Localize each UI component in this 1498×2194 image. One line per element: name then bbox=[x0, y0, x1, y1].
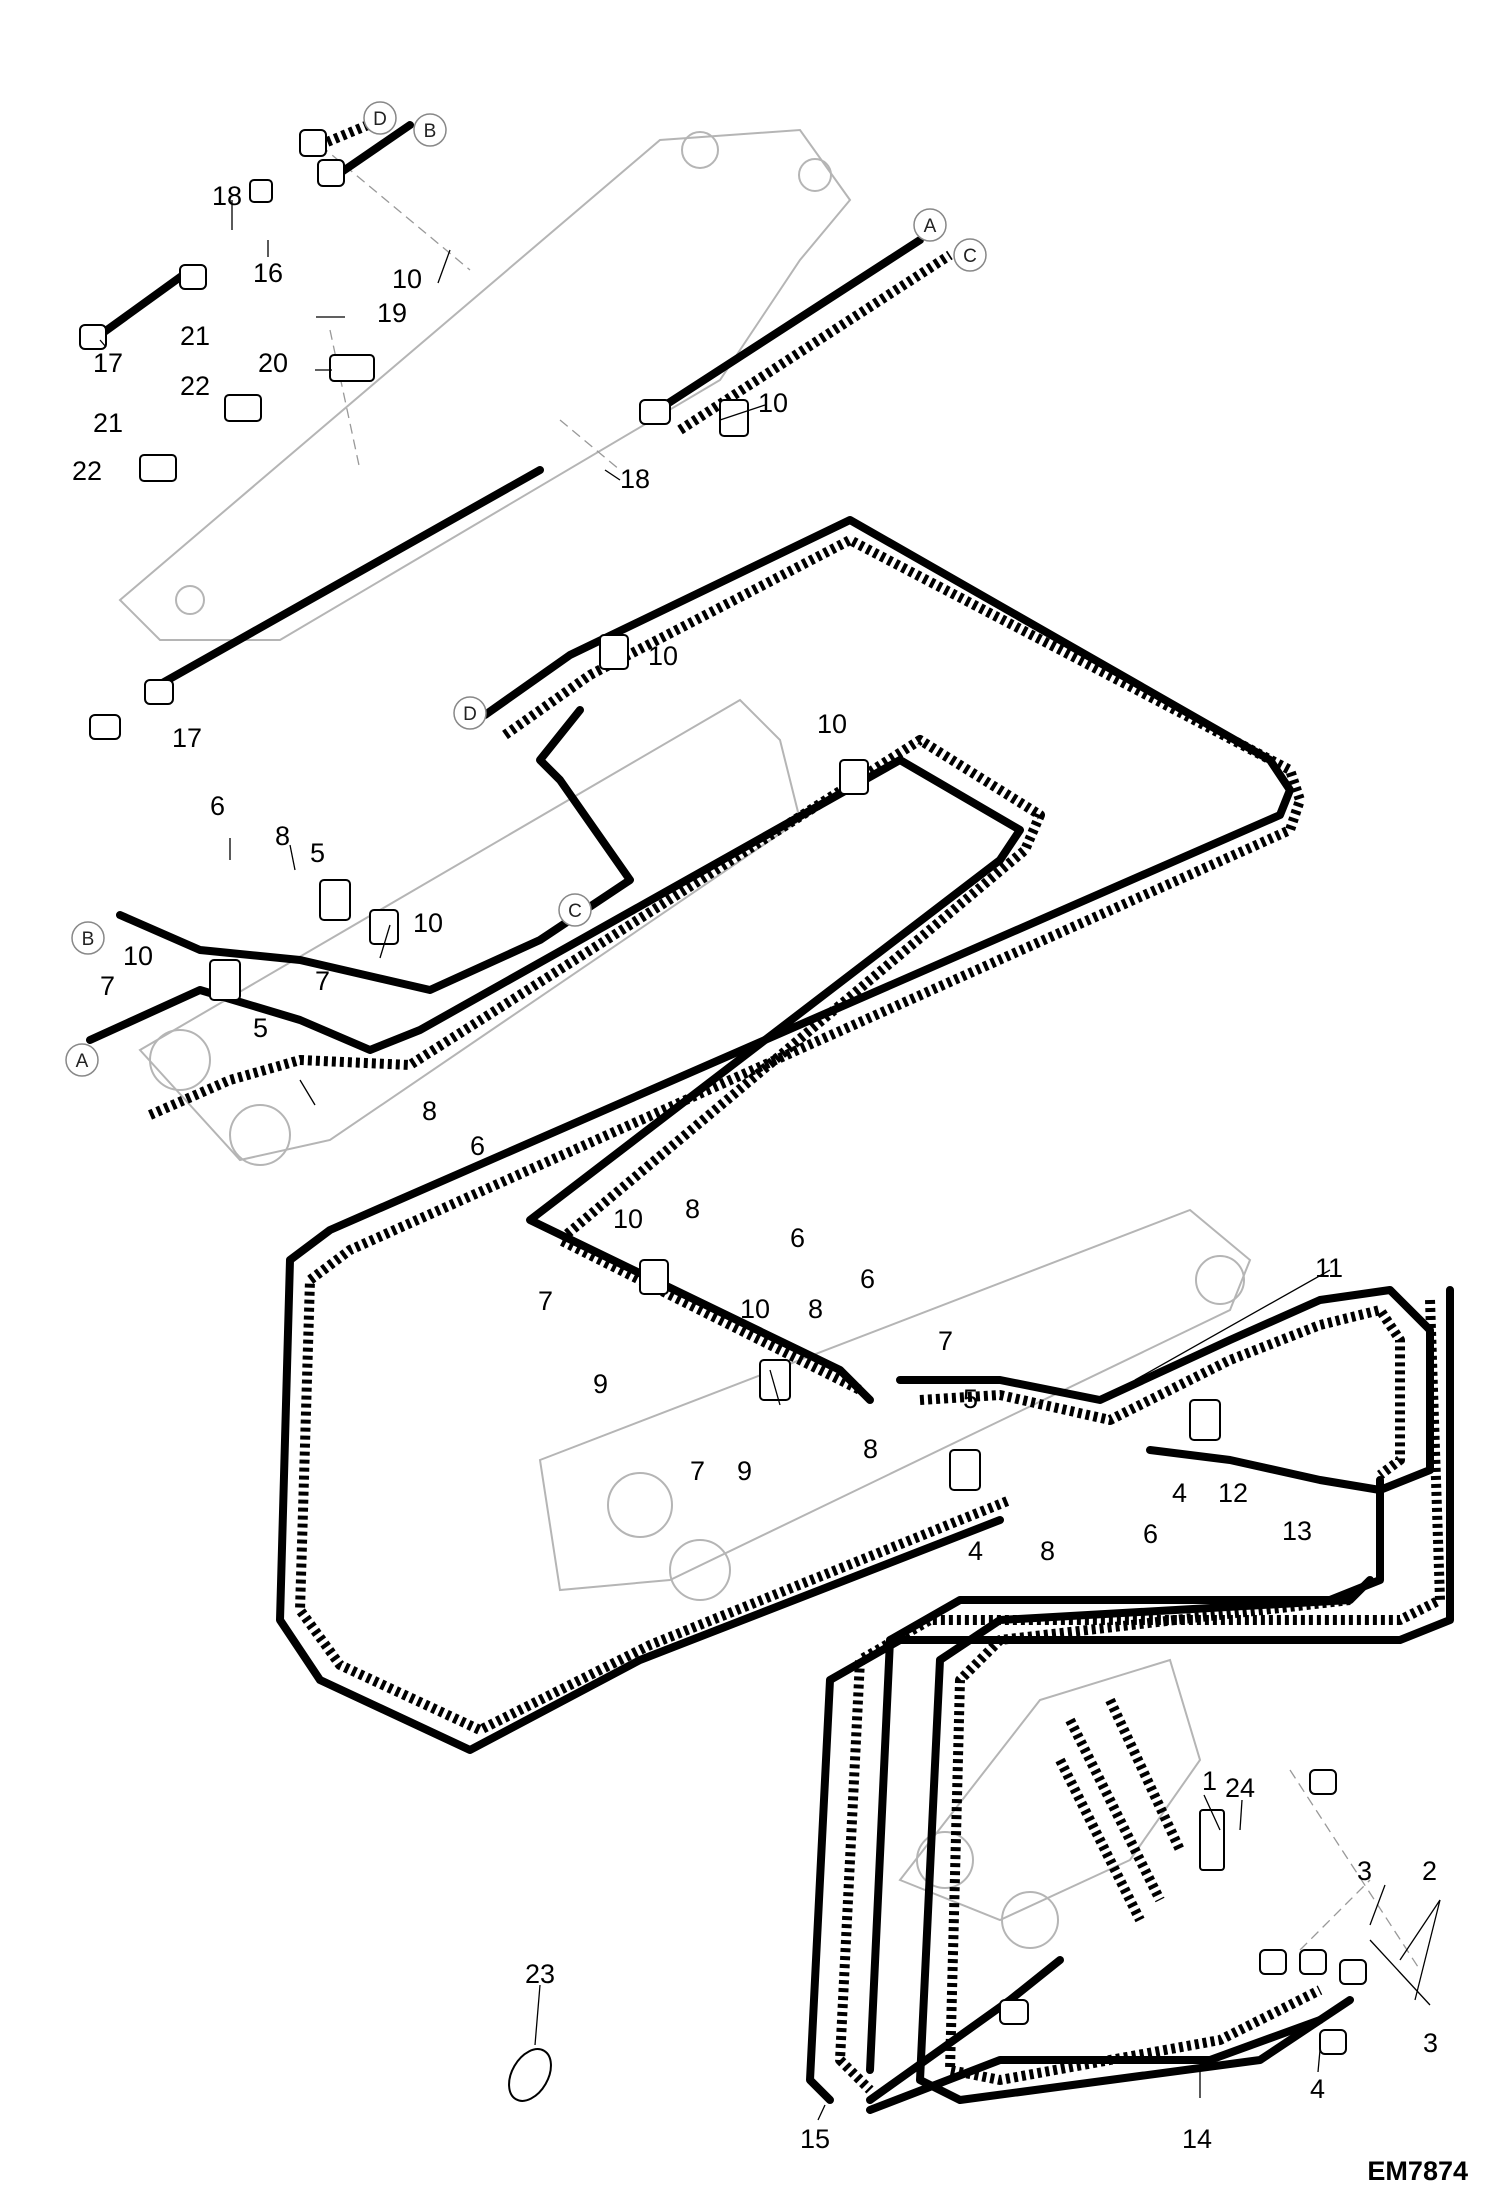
callout-9: 9 bbox=[593, 1369, 608, 1399]
callout-10: 10 bbox=[648, 641, 678, 671]
callout-22: 22 bbox=[180, 371, 210, 401]
callout-15: 15 bbox=[800, 2124, 830, 2154]
callout-labels: 18 16 10 19 17 21 20 22 21 22 10 18 10 1… bbox=[72, 181, 1438, 2154]
callout-6: 6 bbox=[210, 791, 225, 821]
connector-a-top: A bbox=[913, 208, 947, 242]
svg-text:C: C bbox=[568, 901, 582, 922]
callout-22: 22 bbox=[72, 456, 102, 486]
callout-2: 2 bbox=[1422, 1856, 1437, 1886]
callout-17: 17 bbox=[93, 348, 123, 378]
callout-7: 7 bbox=[538, 1286, 553, 1316]
connector-a-mid: A bbox=[65, 1043, 99, 1077]
callout-20: 20 bbox=[258, 348, 288, 378]
callout-8: 8 bbox=[685, 1194, 700, 1224]
callout-10: 10 bbox=[817, 709, 847, 739]
connector-d-top: D bbox=[363, 101, 397, 135]
callout-24: 24 bbox=[1225, 1773, 1255, 1803]
callout-14: 14 bbox=[1182, 2124, 1212, 2154]
callout-1: 1 bbox=[1202, 1766, 1217, 1796]
callout-3: 3 bbox=[1357, 1856, 1372, 1886]
svg-text:A: A bbox=[76, 1051, 89, 1072]
callout-17: 17 bbox=[172, 723, 202, 753]
connector-d-mid: D bbox=[453, 696, 487, 730]
svg-text:B: B bbox=[424, 121, 437, 142]
callout-5: 5 bbox=[963, 1384, 978, 1414]
callout-4: 4 bbox=[968, 1536, 983, 1566]
callout-10: 10 bbox=[613, 1204, 643, 1234]
connector-b-mid: B bbox=[71, 921, 105, 955]
callout-10: 10 bbox=[740, 1294, 770, 1324]
callout-18: 18 bbox=[620, 464, 650, 494]
callout-4: 4 bbox=[1310, 2074, 1325, 2104]
svg-text:D: D bbox=[373, 109, 387, 130]
callout-11: 11 bbox=[1315, 1253, 1343, 1283]
callout-10: 10 bbox=[123, 941, 153, 971]
callout-7: 7 bbox=[315, 966, 330, 996]
callout-7: 7 bbox=[100, 971, 115, 1001]
callout-21: 21 bbox=[180, 321, 210, 351]
callout-5: 5 bbox=[253, 1013, 268, 1043]
callout-8: 8 bbox=[808, 1294, 823, 1324]
callout-8: 8 bbox=[1040, 1536, 1055, 1566]
svg-text:B: B bbox=[82, 929, 95, 950]
svg-text:C: C bbox=[963, 246, 977, 267]
callout-7: 7 bbox=[690, 1456, 705, 1486]
svg-text:A: A bbox=[924, 216, 937, 237]
machine-outline bbox=[118, 128, 1252, 1949]
callout-6: 6 bbox=[1143, 1519, 1158, 1549]
callout-4: 4 bbox=[1172, 1478, 1187, 1508]
leader-lines bbox=[99, 200, 1441, 2121]
drawing-code: EM7874 bbox=[1367, 2156, 1468, 2186]
callout-21: 21 bbox=[93, 408, 123, 438]
assembly-guides bbox=[319, 144, 1421, 1971]
connector-markers: D B A C D C B A bbox=[65, 101, 987, 1077]
callout-19: 19 bbox=[377, 298, 407, 328]
callout-10: 10 bbox=[413, 908, 443, 938]
hardware-parts bbox=[79, 129, 1367, 2102]
callout-8: 8 bbox=[863, 1434, 878, 1464]
connector-b-top: B bbox=[413, 113, 447, 147]
callout-8: 8 bbox=[422, 1096, 437, 1126]
callout-9: 9 bbox=[737, 1456, 752, 1486]
callout-7: 7 bbox=[938, 1326, 953, 1356]
connector-c-top: C bbox=[953, 238, 987, 272]
callout-6: 6 bbox=[470, 1131, 485, 1161]
callout-10: 10 bbox=[758, 388, 788, 418]
callout-13: 13 bbox=[1282, 1516, 1312, 1546]
callout-6: 6 bbox=[860, 1264, 875, 1294]
callout-12: 12 bbox=[1218, 1478, 1248, 1508]
callout-8: 8 bbox=[275, 821, 290, 851]
connector-c-mid: C bbox=[558, 893, 592, 927]
svg-text:D: D bbox=[463, 704, 477, 725]
callout-6: 6 bbox=[790, 1223, 805, 1253]
callout-23: 23 bbox=[525, 1959, 555, 1989]
callout-18: 18 bbox=[212, 181, 242, 211]
hoses bbox=[86, 115, 1454, 2114]
callout-16: 16 bbox=[253, 258, 283, 288]
callout-10: 10 bbox=[392, 264, 422, 294]
callout-3: 3 bbox=[1423, 2028, 1438, 2058]
callout-5: 5 bbox=[310, 838, 325, 868]
